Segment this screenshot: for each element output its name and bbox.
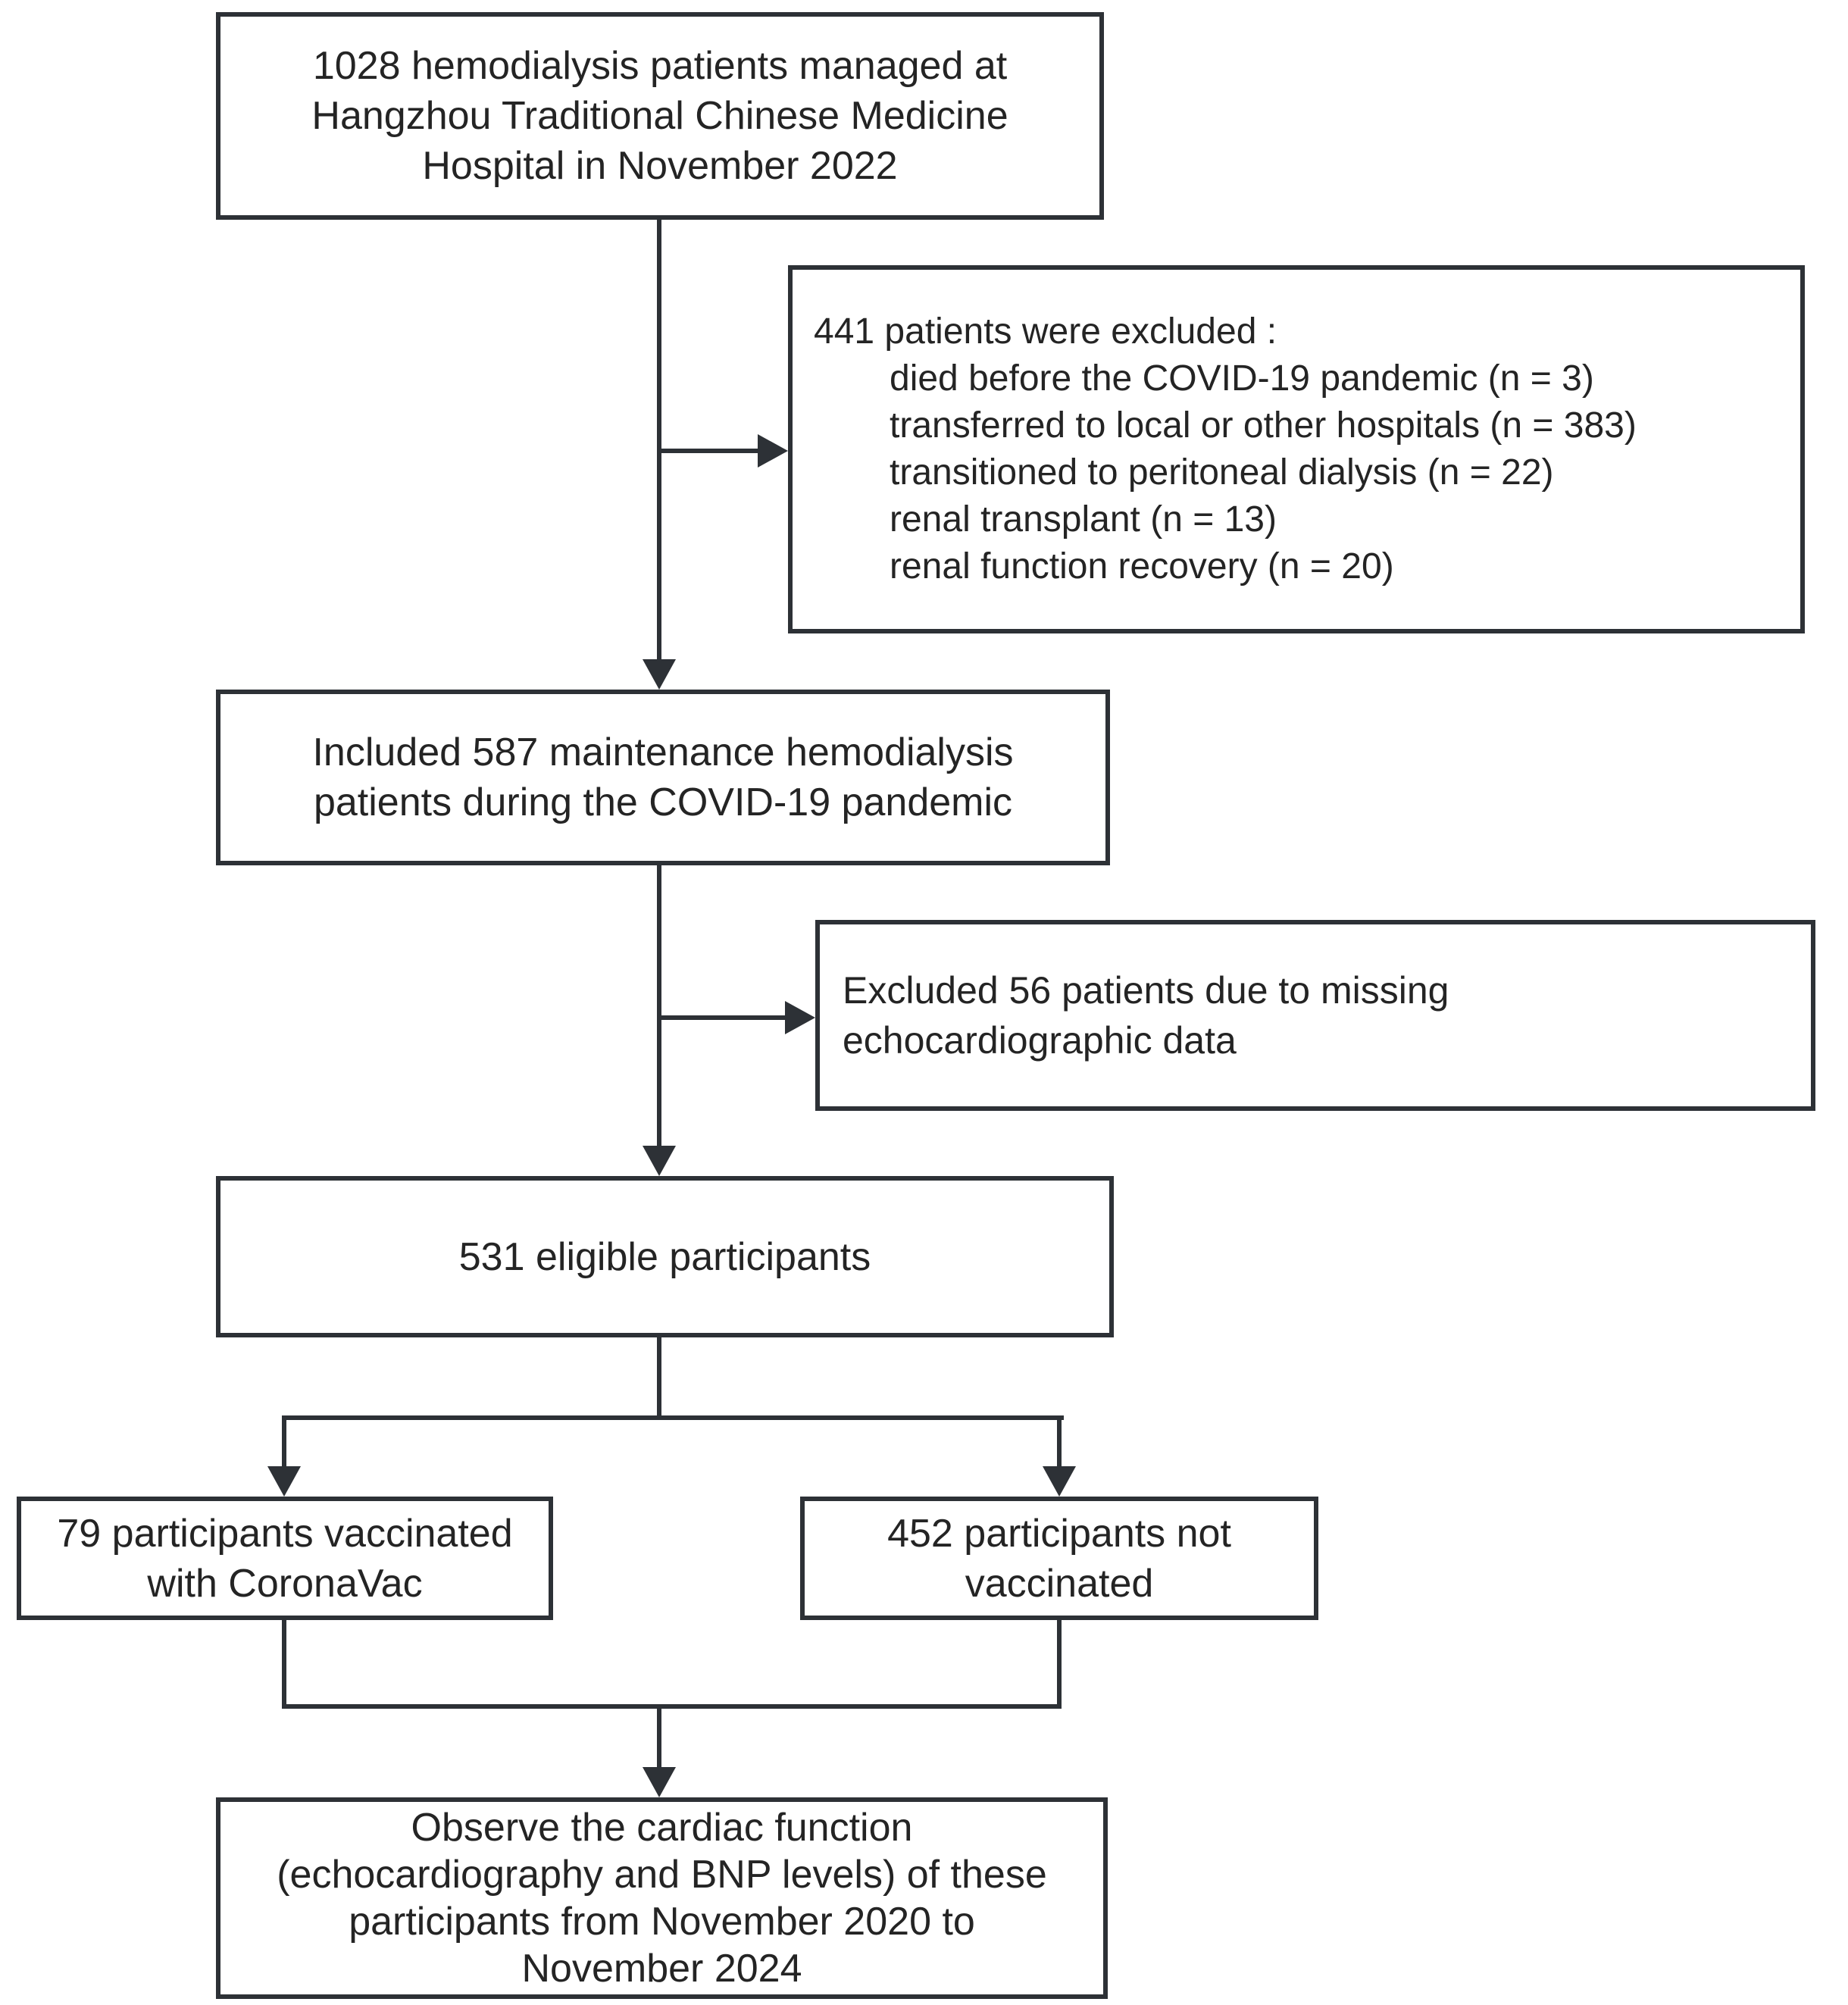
connector-not-vaccinated-to-merge [1057,1618,1062,1709]
box-included-587-line: Included 587 maintenance hemodialysis [312,730,1014,774]
box-included-587-line: patients during the COVID-19 pandemic [313,780,1013,824]
connector-split-to-not-vaccinated [1057,1415,1062,1469]
box-not-vaccinated-452-line: vaccinated [965,1561,1154,1606]
box-outcome-line: participants from November 2020 to [349,1900,975,1944]
connector-split-to-vaccinated [282,1415,286,1469]
box-initial-cohort-line: Hospital in November 2022 [422,144,898,188]
box-outcome-line: Observe the cardiac function [411,1806,913,1850]
arrowhead-into-vaccinated [267,1466,301,1497]
arrowhead-into-excluded-441 [758,434,788,468]
box-included-587: Included 587 maintenance hemodialysis pa… [216,690,1110,865]
box-excluded-56-line: echocardiographic data [843,1019,1237,1062]
box-excluded-56-line: Excluded 56 patients due to missing [843,969,1449,1012]
box-initial-cohort: 1028 hemodialysis patients managed at Ha… [216,12,1104,220]
box-vaccinated-79: 79 participants vaccinated with CoronaVa… [17,1497,553,1620]
box-excluded-441-item: transitioned to peritoneal dialysis (n =… [890,452,1554,493]
box-vaccinated-79-line: 79 participants vaccinated [57,1511,513,1556]
box-excluded-441-heading: 441 patients were excluded : [814,311,1277,352]
box-outcome-line: (echocardiography and BNP levels) of the… [277,1853,1047,1897]
connector-included-to-eligible [657,862,661,1149]
connector-branch-to-excluded-441 [659,449,761,453]
arrowhead-into-included [643,659,676,690]
box-excluded-441: 441 patients were excluded : died before… [788,265,1805,633]
box-not-vaccinated-452-line: 452 participants not [887,1511,1231,1556]
box-outcome-line: November 2024 [521,1947,802,1991]
box-eligible-531: 531 eligible participants [216,1176,1114,1337]
connector-merge-to-outcome [657,1704,661,1770]
box-initial-cohort-line: Hangzhou Traditional Chinese Medicine [311,94,1008,138]
connector-initial-to-included [657,218,661,662]
arrowhead-into-excluded-56 [785,1001,815,1034]
box-not-vaccinated-452: 452 participants not vaccinated [800,1497,1318,1620]
split-bar [282,1415,1064,1420]
box-excluded-441-item: renal function recovery (n = 20) [890,546,1394,586]
box-initial-cohort-line: 1028 hemodialysis patients managed at [312,44,1008,88]
box-excluded-56: Excluded 56 patients due to missing echo… [815,920,1815,1111]
connector-eligible-to-split [657,1336,661,1420]
box-outcome-observation: Observe the cardiac function (echocardio… [216,1797,1108,1999]
merge-bar [282,1704,1062,1709]
connector-branch-to-excluded-56 [659,1015,785,1020]
box-excluded-441-item: transferred to local or other hospitals … [890,405,1637,446]
box-eligible-531-text: 531 eligible participants [458,1234,871,1279]
box-excluded-441-item: died before the COVID-19 pandemic (n = 3… [890,358,1594,399]
box-excluded-441-item: renal transplant (n = 13) [890,499,1277,540]
connector-vaccinated-to-merge [282,1618,286,1709]
arrowhead-into-outcome [643,1767,676,1797]
arrowhead-into-not-vaccinated [1043,1466,1076,1497]
box-vaccinated-79-line: with CoronaVac [147,1561,423,1606]
arrowhead-into-eligible [643,1146,676,1176]
